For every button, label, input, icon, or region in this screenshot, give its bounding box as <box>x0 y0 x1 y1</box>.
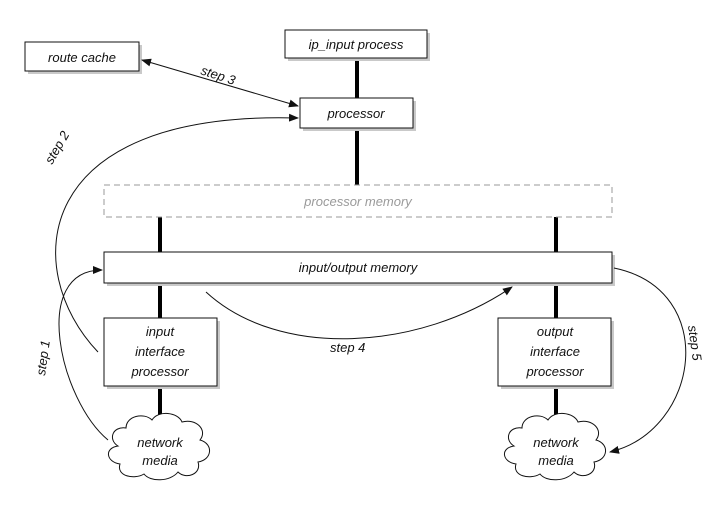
cloud-left-shape <box>108 413 210 481</box>
output-processor-line-3: processor <box>525 364 584 379</box>
input-interface-processor-node: input interface processor <box>103 317 220 389</box>
network-media-left-line-2: media <box>142 453 177 468</box>
input-processor-line-3: processor <box>130 364 189 379</box>
step3-label: step 3 <box>199 63 238 88</box>
route-cache-label: route cache <box>48 50 116 65</box>
step2-label: step 2 <box>42 128 73 167</box>
ip-input-process-label: ip_input process <box>309 37 404 52</box>
step3-arrow <box>141 58 299 108</box>
output-processor-line-1: output <box>537 324 575 339</box>
network-media-right-node: network media <box>504 413 606 481</box>
io-memory-label: input/output memory <box>299 260 419 275</box>
step1-arrow <box>58 266 109 441</box>
cloud-right-shape <box>504 413 606 481</box>
step2-arrow <box>55 113 299 353</box>
processor-node: processor <box>299 97 416 131</box>
processor-label: processor <box>326 106 385 121</box>
bus-lines <box>158 57 558 430</box>
step4-arrow <box>205 286 513 340</box>
route-cache-node: route cache <box>24 41 142 74</box>
processor-memory-node: processor memory <box>103 184 613 218</box>
network-media-right-line-1: network <box>533 435 580 450</box>
step1-label: step 1 <box>33 339 53 376</box>
step5-arrow <box>609 267 687 454</box>
input-processor-line-2: interface <box>135 344 185 359</box>
io-memory-node: input/output memory <box>103 251 615 286</box>
network-media-left-node: network media <box>108 413 210 481</box>
network-media-right-line-2: media <box>538 453 573 468</box>
step5-label: step 5 <box>685 324 705 362</box>
output-interface-processor-node: output interface processor <box>497 317 614 389</box>
input-processor-line-1: input <box>146 324 176 339</box>
flow-arrows <box>55 58 687 454</box>
processor-memory-label: processor memory <box>303 194 413 209</box>
step4-label: step 4 <box>330 340 365 355</box>
ip-input-process-node: ip_input process <box>284 29 430 61</box>
network-media-left-line-1: network <box>137 435 184 450</box>
output-processor-line-2: interface <box>530 344 580 359</box>
